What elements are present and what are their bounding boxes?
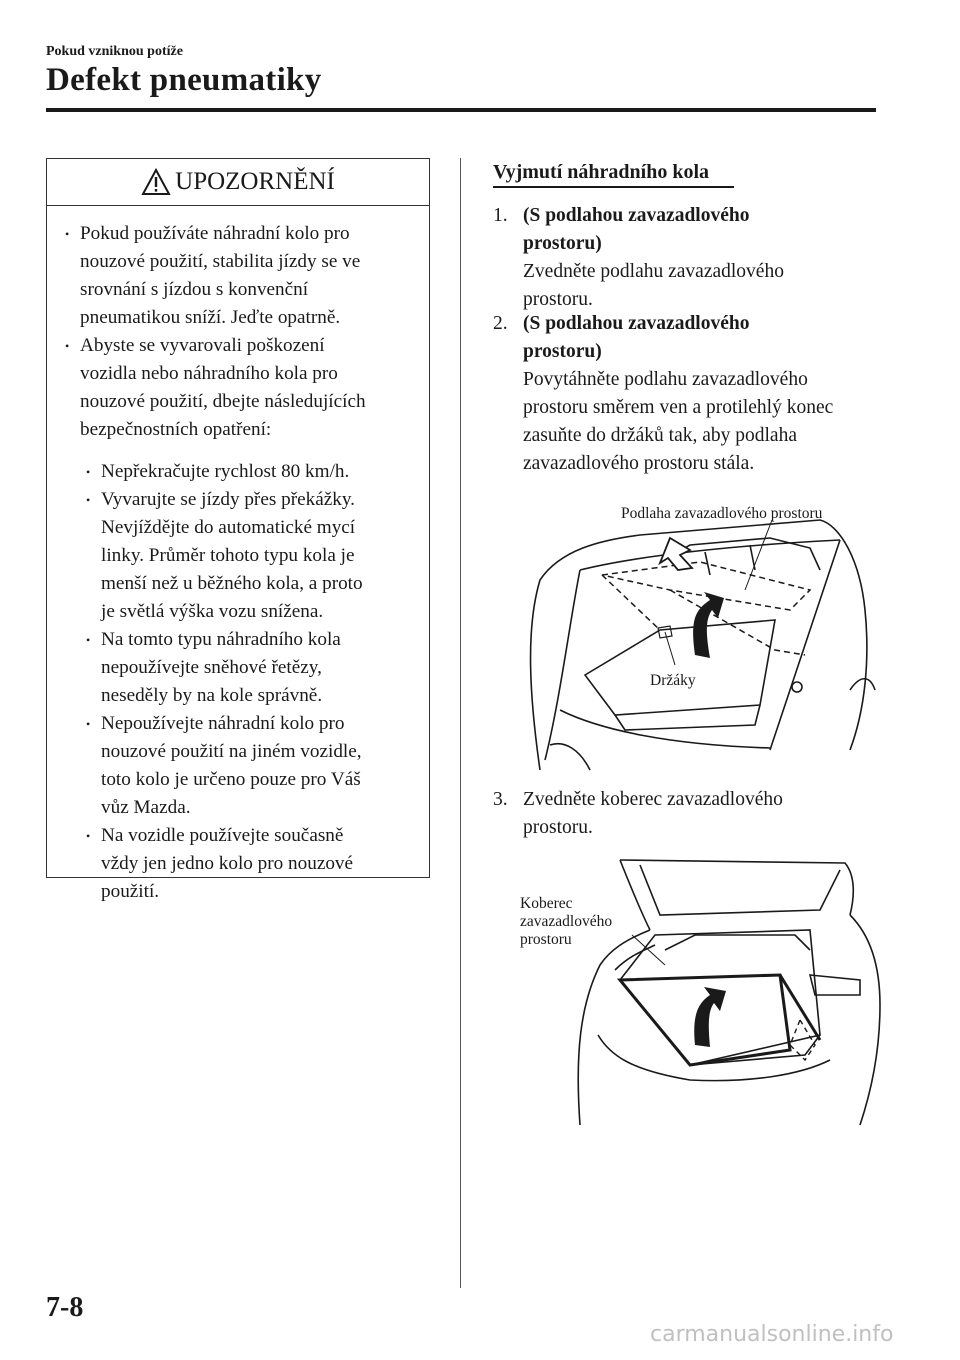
label-holders: Držáky [650, 672, 696, 689]
text-line: je světlá výška vozu snížena. [101, 601, 324, 622]
page-title: Defekt pneumatiky [46, 62, 322, 98]
step-text: Zvedněte koberec zavazadlového [523, 789, 783, 810]
step-condition: prostoru) [523, 233, 602, 254]
text-line: menší než u běžného kola, a proto [101, 573, 363, 594]
title-rule [46, 108, 876, 112]
label-carpet-1: Koberec [520, 895, 573, 912]
step-number: 1. [493, 205, 508, 226]
column-divider [460, 158, 461, 1288]
warning-sub-bullet: Vyvarujte se jízdy přes překážky. Nevjíž… [47, 486, 429, 626]
step-text: zavazadlového prostoru stála. [523, 453, 755, 474]
step-2: 2. (S podlahou zavazadlového prostoru) P… [493, 310, 893, 478]
step-condition: (S podlahou zavazadlového [523, 313, 750, 334]
text-line: Na tomto typu náhradního kola [101, 629, 341, 650]
label-carpet-3: prostoru [520, 931, 572, 948]
label-carpet-2: zavazadlového [520, 913, 613, 930]
step-text: zasuňte do držáků tak, aby podlaha [523, 425, 797, 446]
step-text: Zvedněte podlahu zavazadlového [523, 261, 784, 282]
section-title: Pokud vzniknou potíže [46, 44, 183, 59]
text-line: Na vozidle používejte současně [101, 825, 344, 846]
text-line: nouzové použití, dbejte následujících [80, 391, 366, 412]
warning-body: Pokud používáte náhradní kolo pro nouzov… [47, 206, 429, 906]
warning-bullet: Abyste se vyvarovali poškození vozidla n… [47, 332, 429, 444]
text-line: linky. Průměr tohoto typu kola je [101, 545, 355, 566]
trunk-carpet-illustration [577, 859, 881, 1126]
step-text: prostoru. [523, 289, 593, 310]
text-line: Pokud používáte náhradní kolo pro [80, 223, 350, 244]
step-condition: prostoru) [523, 341, 602, 362]
warning-sub-bullet: Nepoužívejte náhradní kolo pro nouzové p… [47, 710, 429, 822]
text-line: Vyvarujte se jízdy přes překážky. [101, 489, 355, 510]
trunk-floor-illustration [529, 519, 876, 771]
text-line: Nepoužívejte náhradní kolo pro [101, 713, 345, 734]
step-number: 2. [493, 313, 508, 334]
text-line: neseděly by na kole správně. [101, 685, 323, 706]
text-line: srovnání s jízdou s konvenční [80, 279, 309, 300]
subsection-title: Vyjmutí náhradního kola [493, 161, 709, 183]
step-text: Povytáhněte podlahu zavazadlového [523, 369, 808, 390]
subsection-underline [493, 186, 734, 188]
step-number: 3. [493, 789, 508, 810]
watermark: carmanualsonline.info [650, 1322, 894, 1347]
step-3: 3. Zvedněte koberec zavazadlového prosto… [493, 786, 893, 842]
text-line: nouzové použití na jiném vozidle, [101, 741, 362, 762]
text-line: bezpečnostních opatření: [80, 419, 272, 440]
text-line: Nepřekračujte rychlost 80 km/h. [101, 461, 350, 482]
warning-header: UPOZORNĚNÍ [47, 159, 429, 206]
warning-title: UPOZORNĚNÍ [175, 168, 335, 195]
warning-sub-bullet: Na vozidle používejte současně vždy jen … [47, 822, 429, 906]
text-line: nepoužívejte sněhové řetězy, [101, 657, 322, 678]
text-line: toto kolo je určeno pouze pro Váš [101, 769, 361, 790]
text-line: vozidla nebo náhradního kola pro [80, 363, 338, 384]
warning-triangle-icon [141, 168, 171, 195]
step-text: prostoru. [523, 817, 593, 838]
step-1: 1. (S podlahou zavazadlového prostoru) Z… [493, 202, 893, 314]
label-trunk-floor: Podlaha zavazadlového prostoru [621, 505, 823, 522]
step-text: prostoru směrem ven a protilehlý konec [523, 397, 834, 418]
step-condition: (S podlahou zavazadlového [523, 205, 750, 226]
text-line: Abyste se vyvarovali poškození [80, 335, 325, 356]
warning-sub-bullet: Nepřekračujte rychlost 80 km/h. [47, 458, 429, 486]
warning-sub-bullet: Na tomto typu náhradního kola nepoužívej… [47, 626, 429, 710]
text-line: vždy jen jedno kolo pro nouzové [101, 853, 354, 874]
warning-bullet: Pokud používáte náhradní kolo pro nouzov… [47, 220, 429, 332]
warning-box: UPOZORNĚNÍ Pokud používáte náhradní kolo… [46, 158, 430, 902]
text-line: vůz Mazda. [101, 797, 191, 818]
text-line: pneumatikou sníží. Jeďte opatrně. [80, 307, 341, 328]
text-line: nouzové použití, stabilita jízdy se ve [80, 251, 361, 272]
page-number: 7-8 [46, 1292, 84, 1323]
text-line: Nevjíždějte do automatické mycí [101, 517, 356, 538]
text-line: použití. [101, 881, 160, 902]
